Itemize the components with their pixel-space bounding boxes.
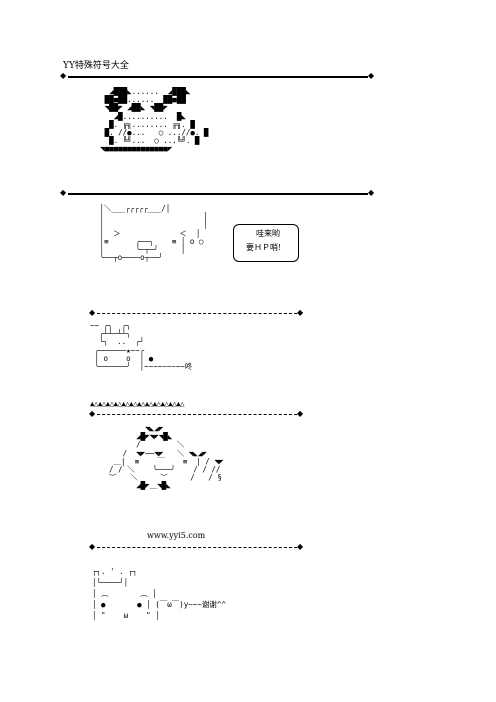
divider-cap-right: ◆ — [297, 409, 304, 418]
ascii-art-cat: ◥◣◢◤ ◢█◤◥◤◥█◣ / ＼ / ◥◤──◥◤ ＼ ◥◣◢◤ ＿| ≡ ￣… — [109, 424, 224, 491]
website-text: www.yyi5.com — [147, 531, 206, 540]
divider-cap-left: ◆ — [60, 188, 67, 197]
page-title: YY特殊符号大全 — [63, 61, 129, 71]
ascii-art-creature: ~~ ╭╮ ╭╮ ╭┴┴─┴┴╮ └╮ .. ╭┘ ╭──────★~~╭ │ … — [90, 321, 193, 372]
divider-cap-left: ◆ — [89, 308, 96, 317]
divider-cap-left: ◆ — [89, 409, 96, 418]
divider-cap-right: ◆ — [368, 71, 375, 80]
speech-bubble — [233, 224, 299, 262]
ascii-art-frog: ◢███◣...... ◢███◣ ██■██...... ██■██ ◥██◤… — [100, 87, 209, 154]
speech-bubble-line-2: 要ＨＰ哨! — [246, 243, 282, 252]
divider-cap-right: ◆ — [368, 188, 375, 197]
divider-cap-right: ◆ — [297, 308, 304, 317]
divider-cap-left: ◆ — [60, 71, 67, 80]
triangle-row: ▲△▲△▲△▲△▲△▲△▲△▲△▲△▲△▲△▲△ — [90, 399, 185, 408]
divider-cap-right: ◆ — [297, 542, 304, 551]
speech-bubble-line-1: 哇来哟 — [256, 229, 280, 238]
ascii-art-face: │＼___╭╭╭╭╭___/│ │ │ │ │ │ ＞ ＜ │ │≡ ╭──╮ … — [99, 204, 208, 263]
divider-cap-left: ◆ — [89, 542, 96, 551]
ascii-art-bear: ┌┐. ' . ┌┐ │└────┘│ │ ︵ ︵ │ │ ● ● │ (￣ω￣… — [92, 567, 226, 620]
